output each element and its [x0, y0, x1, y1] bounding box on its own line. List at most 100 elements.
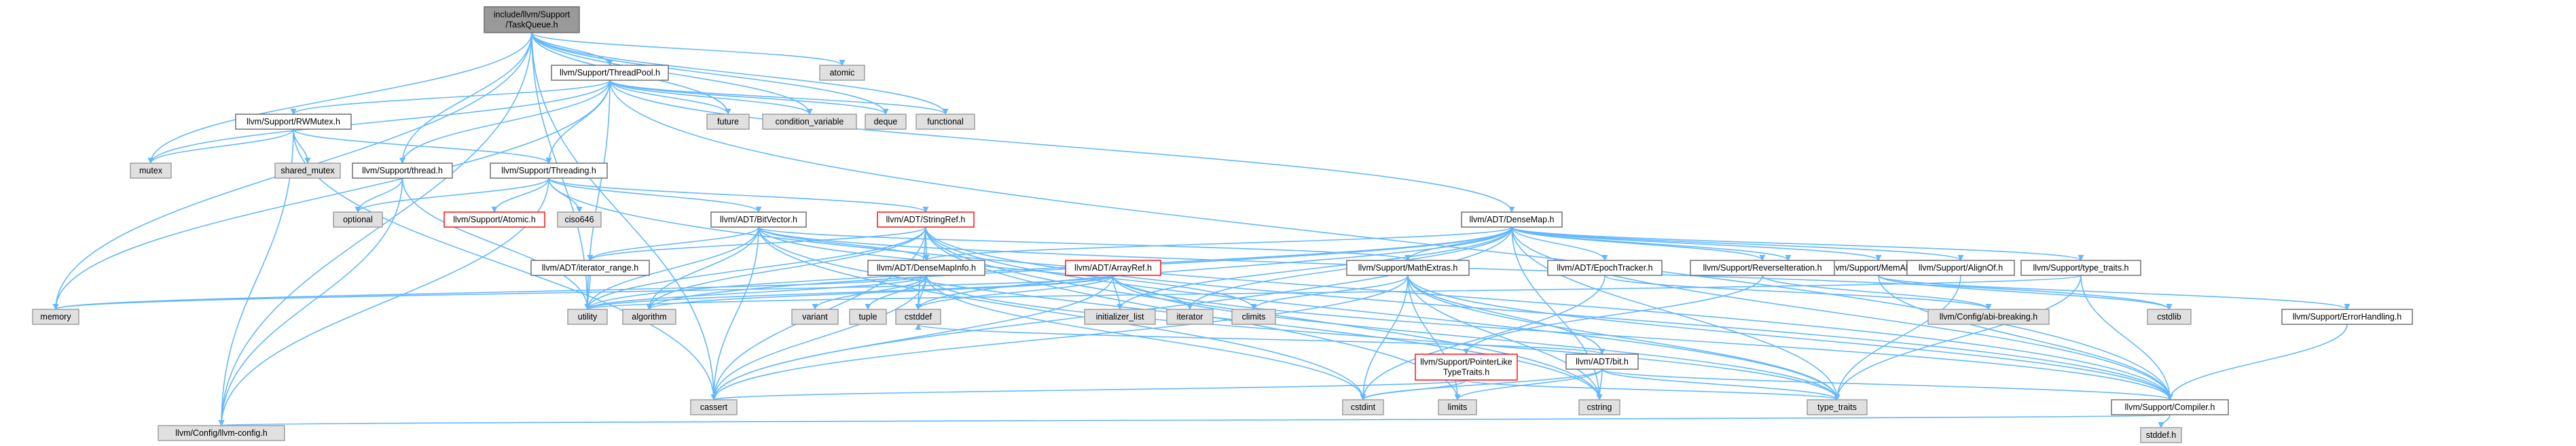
node-label-epochtracker: llvm/ADT/EpochTracker.h: [1557, 263, 1652, 273]
node-label-tuple: tuple: [858, 312, 877, 322]
edge-stringref-to-itrange: [587, 226, 926, 261]
node-label-cstdlib: cstdlib: [2157, 312, 2181, 322]
node-box-mathextras: [1346, 260, 1470, 276]
node-label-sharedmutex: shared_mutex: [280, 166, 335, 175]
node-box-llvmconfig: [158, 425, 285, 441]
node-box-deque: [865, 114, 907, 130]
edge-densemap-to-compiler: [1511, 226, 2173, 400]
edge-threadpool-to-deque: [609, 80, 889, 115]
node-atomich[interactable]: llvm/Support/Atomic.h: [443, 211, 545, 228]
node-threadpool[interactable]: llvm/Support/ThreadPool.h: [551, 65, 669, 81]
node-rwmutex[interactable]: llvm/Support/RWMutex.h: [235, 114, 352, 130]
edge-alignof-to-type_traits: [1834, 275, 1961, 400]
node-box-cstdint: [1342, 399, 1384, 415]
edge-epochtracker-to-abibreaking: [1604, 275, 1992, 310]
node-label-future: future: [717, 117, 739, 126]
node-box-arrayref: [1065, 260, 1161, 276]
edge-bit-to-cstring: [1596, 368, 1603, 400]
edge-densemapinfo-to-type_traits: [926, 275, 1840, 400]
node-reverseiter[interactable]: llvm/Support/ReverseIteration.h: [1690, 260, 1835, 276]
node-threading[interactable]: llvm/Support/Threading.h: [490, 162, 608, 179]
node-label-stringref: llvm/ADT/StringRef.h: [886, 215, 966, 224]
node-box-epochtracker: [1547, 260, 1663, 276]
edge-threadpool-to-mutex: [147, 80, 611, 164]
edge-stringref-to-type_traits: [925, 226, 1840, 400]
node-errorhandling[interactable]: llvm/Support/ErrorHandling.h: [2281, 309, 2413, 325]
node-label-utility: utility: [578, 312, 598, 322]
node-box-condvar: [762, 114, 857, 130]
node-box-functional: [915, 114, 975, 130]
node-box-rwmutex: [235, 114, 352, 130]
node-densemapinfo[interactable]: llvm/ADT/DenseMapInfo.h: [867, 260, 985, 276]
node-arrayref[interactable]: llvm/ADT/ArrayRef.h: [1065, 260, 1161, 276]
edge-threading-to-bitvector: [548, 177, 762, 213]
edge-threadpool-to-memory: [52, 80, 611, 310]
edge-threadpool-to-condvar: [609, 80, 813, 115]
edge-densemap-to-new: [1511, 226, 1792, 261]
edge-memalloc-to-cstdlib: [1878, 275, 2173, 310]
edge-bitvector-to-cstdint: [758, 226, 1366, 400]
edge-densemap-to-epochtracker: [1511, 226, 1608, 261]
node-label-errorhandling: llvm/Support/ErrorHandling.h: [2293, 312, 2402, 322]
node-stringref[interactable]: llvm/ADT/StringRef.h: [877, 211, 975, 228]
node-algorithm: algorithm: [622, 309, 676, 325]
node-box-type_traits: [1807, 399, 1868, 415]
node-box-initlist: [1084, 309, 1156, 325]
node-limits: limits: [1438, 399, 1477, 415]
edge-bitvector-to-climits: [758, 226, 1257, 310]
node-label-itrange: llvm/ADT/iterator_range.h: [542, 263, 638, 273]
node-epochtracker[interactable]: llvm/ADT/EpochTracker.h: [1547, 260, 1663, 276]
edge-typetraitsh-to-type_traits: [1834, 275, 2082, 400]
node-box-threading: [490, 162, 608, 179]
edge-typetraitsh-to-compiler: [2080, 275, 2173, 400]
edge-arrayref-to-initlist: [1112, 275, 1123, 310]
node-typetraitsh[interactable]: llvm/Support/type_traits.h: [2020, 260, 2141, 276]
node-box-memory: [32, 309, 79, 325]
node-box-densemap: [1461, 211, 1563, 228]
node-label-cassert: cassert: [700, 402, 728, 412]
edge-densemap-to-memalloc: [1511, 226, 1882, 261]
node-box-sharedmutex: [274, 162, 341, 179]
node-bit[interactable]: llvm/ADT/bit.h: [1565, 354, 1639, 370]
node-box-stddef: [2140, 427, 2182, 443]
edge-densemapinfo-to-memory: [52, 275, 927, 310]
edge-compiler-to-stddef: [2158, 414, 2171, 428]
node-box-ptrliketypetraits: [1415, 354, 1518, 381]
edge-arrayref-to-cassert: [710, 275, 1114, 400]
edge-densemap-to-utility: [584, 226, 1512, 310]
node-label-ptrliketypetraits: llvm/Support/PointerLike: [1420, 358, 1512, 367]
edge-threading-to-atomich: [491, 177, 549, 213]
node-itrange[interactable]: llvm/ADT/iterator_range.h: [530, 260, 650, 276]
node-taskqueue[interactable]: include/llvm/Support/TaskQueue.h: [484, 6, 580, 33]
node-box-utility: [567, 309, 608, 325]
node-alignof[interactable]: llvm/Support/AlignOf.h: [1906, 260, 2015, 276]
node-mathextras[interactable]: llvm/Support/MathExtras.h: [1346, 260, 1470, 276]
edge-threadpool-to-functional: [609, 80, 949, 115]
node-stddef: stddef.h: [2140, 427, 2182, 443]
node-label-mathextras: llvm/Support/MathExtras.h: [1358, 263, 1458, 273]
node-label-densemapinfo: llvm/ADT/DenseMapInfo.h: [877, 263, 976, 273]
node-deque: deque: [865, 114, 907, 130]
node-label-limits: limits: [1448, 402, 1467, 412]
node-label-cstdint: cstdint: [1351, 402, 1376, 412]
edge-mathextras-to-cassert: [710, 275, 1409, 400]
edge-threadpool-to-rwmutex: [290, 80, 611, 115]
node-box-thread: [352, 162, 453, 179]
edge-taskqueue-to-deque: [531, 32, 889, 115]
node-label-algorithm: algorithm: [632, 312, 666, 322]
node-tuple: tuple: [849, 309, 887, 325]
node-densemap[interactable]: llvm/ADT/DenseMap.h: [1461, 211, 1563, 228]
node-label-type_traits: type_traits: [1817, 402, 1857, 412]
edge-memalloc-to-compiler: [1878, 275, 2173, 400]
node-bitvector[interactable]: llvm/ADT/BitVector.h: [710, 211, 807, 228]
node-box-threadpool: [551, 65, 669, 81]
node-thread[interactable]: llvm/Support/thread.h: [352, 162, 453, 179]
edge-arrayref-to-type_traits: [1112, 275, 1840, 400]
node-label-compiler: llvm/Support/Compiler.h: [2125, 402, 2215, 412]
node-label-atomich: llvm/Support/Atomic.h: [453, 215, 536, 224]
node-box-bit: [1565, 354, 1639, 370]
node-box-ciso646: [557, 211, 602, 228]
node-compiler[interactable]: llvm/Support/Compiler.h: [2111, 399, 2229, 415]
